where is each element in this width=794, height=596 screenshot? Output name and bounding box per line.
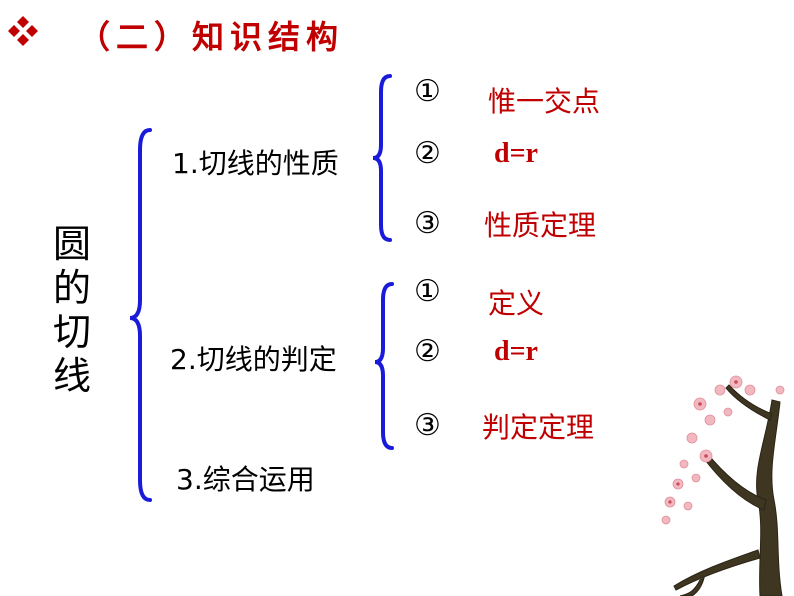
item-text: 性质定理 <box>484 209 597 242</box>
item-text: d=r <box>494 336 538 367</box>
item-number: ② <box>414 334 441 369</box>
branch1-brace <box>372 74 392 242</box>
item-number: ① <box>414 274 441 309</box>
section-title: （二）知识结构 <box>78 18 345 56</box>
plum-blossom-branch-illustration <box>661 375 785 596</box>
item-text: 惟一交点 <box>488 85 601 118</box>
root-node: 圆的切线 <box>52 222 91 398</box>
item-number: ③ <box>414 206 441 241</box>
item-text: d=r <box>494 138 538 169</box>
item-number: ② <box>414 136 441 171</box>
branch2-brace <box>374 282 394 450</box>
item-text: 定义 <box>488 287 545 320</box>
root-brace <box>129 128 152 502</box>
item-number: ① <box>414 74 441 109</box>
branch-label-properties: 1.切线的性质 <box>172 147 339 180</box>
branch-label-determination: 2.切线的判定 <box>170 343 337 376</box>
item-number: ③ <box>414 408 441 443</box>
branch-label-application: 3.综合运用 <box>176 463 315 496</box>
item-text: 判定定理 <box>482 411 595 444</box>
four-diamond-bullet-icon <box>8 16 38 46</box>
